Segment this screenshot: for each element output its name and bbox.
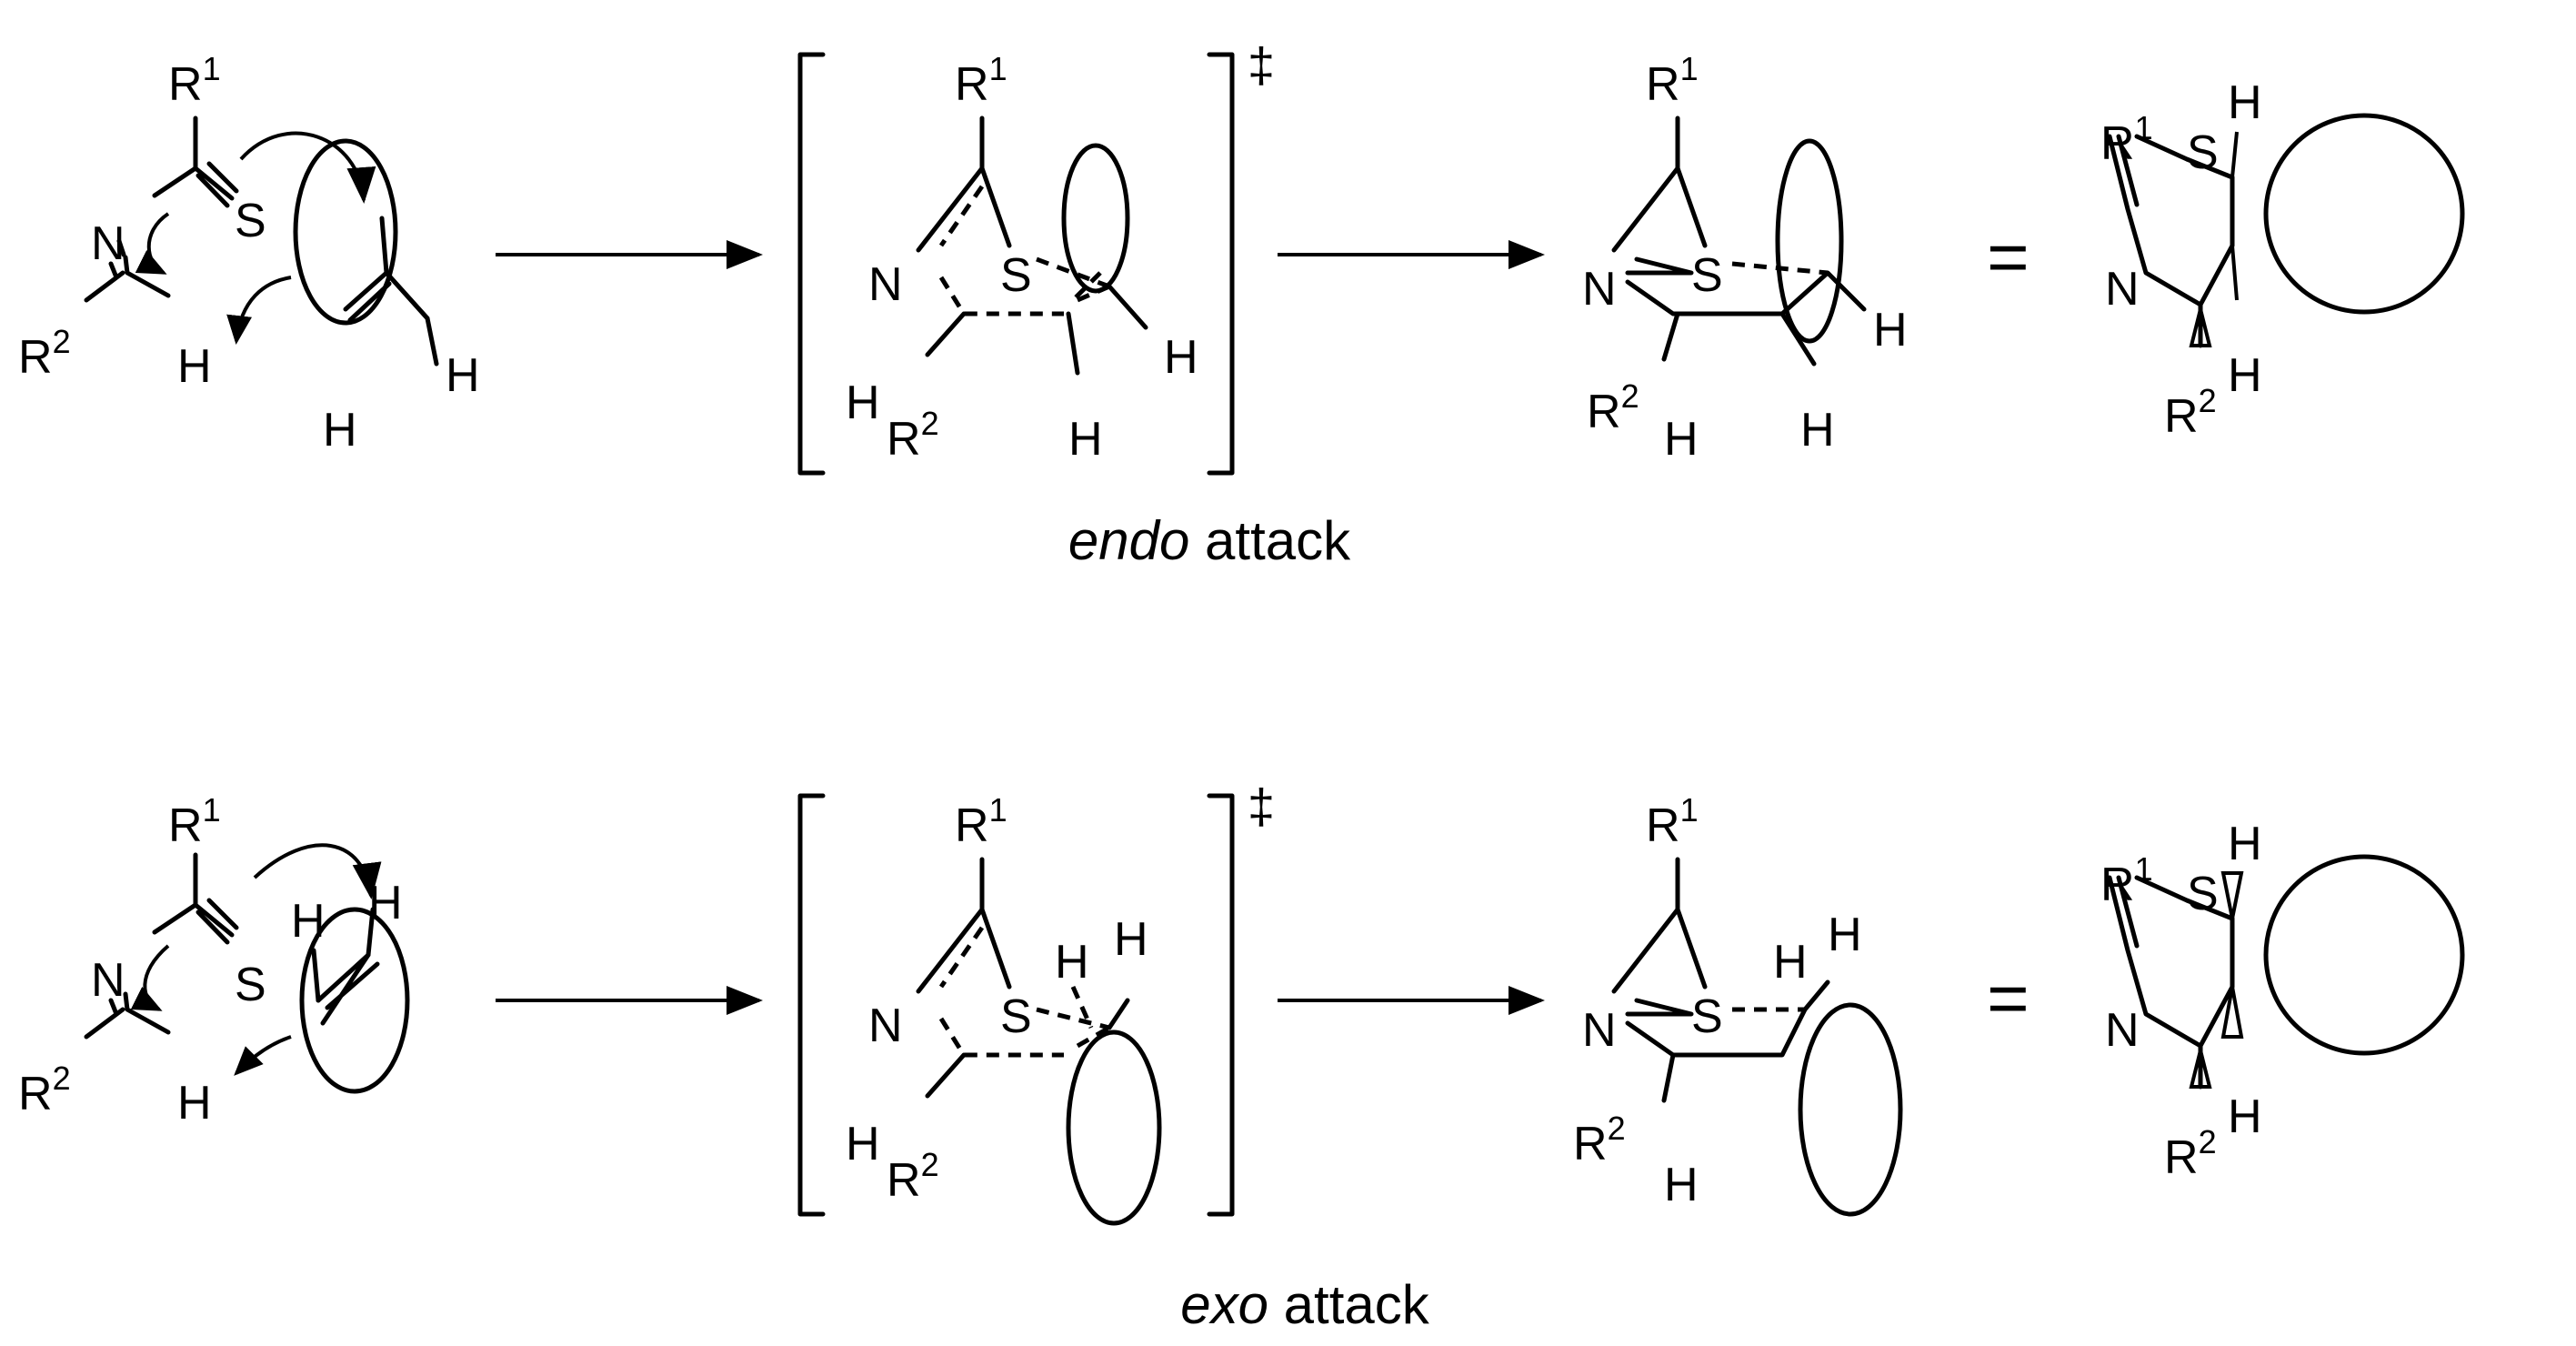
n-label: N (1582, 1004, 1617, 1057)
r1-label: R1 (2100, 109, 2153, 170)
r2-label: R2 (887, 405, 939, 466)
h-label: H (2228, 76, 2262, 129)
r1-label: R1 (2100, 850, 2153, 911)
r2-label: R2 (18, 1060, 71, 1120)
h-label: H (1664, 413, 1699, 466)
s-label: S (2187, 126, 2219, 179)
exo-transition-state: ‡ R1 N S H H H R2 (797, 779, 1275, 1226)
h-label: H (846, 377, 880, 429)
h-label: H (177, 340, 212, 393)
h-label: H (846, 1118, 880, 1170)
h-label: H (1828, 909, 1862, 961)
h-label: H (2228, 1090, 2262, 1143)
r2-label: R2 (887, 1146, 939, 1207)
r1-label: R1 (1646, 50, 1699, 111)
n-label: N (1582, 263, 1617, 316)
n-label: N (91, 954, 125, 1007)
h-label: H (1114, 913, 1148, 966)
n-label: N (868, 999, 903, 1052)
s-label: S (1691, 249, 1723, 302)
exo-product: R1 S N H H R2 (2100, 818, 2465, 1184)
h-label: H (177, 1077, 212, 1130)
exo-reactant: R1 S N R2 H H H (18, 791, 410, 1130)
n-label: N (2105, 263, 2140, 316)
endo-reactant: R1 S N R2 H H H (18, 50, 480, 457)
h-label: H (368, 877, 403, 929)
n-label: N (91, 217, 125, 270)
r1-label: R1 (955, 791, 1007, 852)
s-label: S (235, 195, 266, 247)
exo-caption: exo attack (1180, 1274, 1429, 1335)
double-dagger: ‡ (1248, 38, 1275, 93)
equals-sign: = (1987, 958, 2030, 1039)
r2-label: R2 (1587, 377, 1639, 438)
h-label: H (323, 404, 357, 457)
double-dagger: ‡ (1248, 779, 1275, 834)
h-label: H (446, 349, 480, 402)
r1-label: R1 (168, 791, 221, 852)
s-label: S (1000, 249, 1032, 302)
s-label: S (2187, 868, 2219, 920)
h-label: H (1800, 404, 1835, 457)
r1-label: R1 (1646, 791, 1699, 852)
h-label: H (1773, 936, 1808, 989)
h-label: H (1164, 331, 1198, 384)
h-label: H (1664, 1159, 1699, 1211)
s-label: S (1691, 990, 1723, 1043)
n-label: N (2105, 1004, 2140, 1057)
r2-label: R2 (2164, 382, 2217, 443)
r2-label: R2 (18, 323, 71, 384)
r1-label: R1 (955, 50, 1007, 111)
r2-label: R2 (1573, 1110, 1626, 1170)
exo-intermediate: R1 N S H H R2 H (1573, 791, 1903, 1217)
endo-intermediate: R1 N S R2 H H H (1582, 50, 1908, 466)
s-label: S (1000, 990, 1032, 1043)
equals-sign: = (1987, 216, 2030, 297)
s-label: S (235, 959, 266, 1011)
h-label: H (1068, 413, 1103, 466)
n-label: N (868, 258, 903, 311)
r1-label: R1 (168, 50, 221, 111)
endo-product: R1 S N H H R2 (2100, 76, 2465, 443)
endo-transition-state: ‡ R1 N S H R2 H H (797, 38, 1275, 476)
h-label: H (1055, 936, 1089, 989)
h-label: H (1873, 304, 1908, 357)
endo-caption: endo attack (1068, 510, 1351, 571)
h-label: H (2228, 349, 2262, 402)
r2-label: R2 (2164, 1123, 2217, 1184)
h-label: H (291, 895, 326, 948)
h-label: H (2228, 818, 2262, 870)
